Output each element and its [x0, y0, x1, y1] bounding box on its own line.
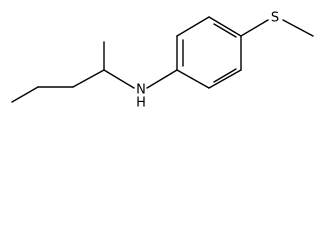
ring-double-bond-2 [213, 23, 237, 38]
bond-c3-c2 [72, 69, 105, 88]
ring-bond-3 [208, 16, 242, 37]
benzene-ring [176, 16, 242, 89]
bond-c2-n [103, 69, 135, 89]
bond-c5-c4 [11, 86, 39, 103]
bond-n-ring [146, 69, 178, 89]
molecule-structure-diagram: N H S [11, 11, 314, 108]
ring-bond-6 [176, 69, 210, 89]
pentyl-chain [11, 41, 135, 103]
ring-double-bond-3 [213, 68, 237, 83]
bond-ring-s [240, 19, 269, 37]
ring-bond-5 [208, 69, 242, 89]
hydrogen-label: H [136, 96, 146, 108]
methylthio-group [240, 19, 314, 37]
nitrogen-label: N [136, 83, 146, 98]
ring-bond-2 [176, 16, 210, 37]
bond-s-methyl [282, 19, 314, 37]
sulfur-label: S [271, 11, 279, 26]
